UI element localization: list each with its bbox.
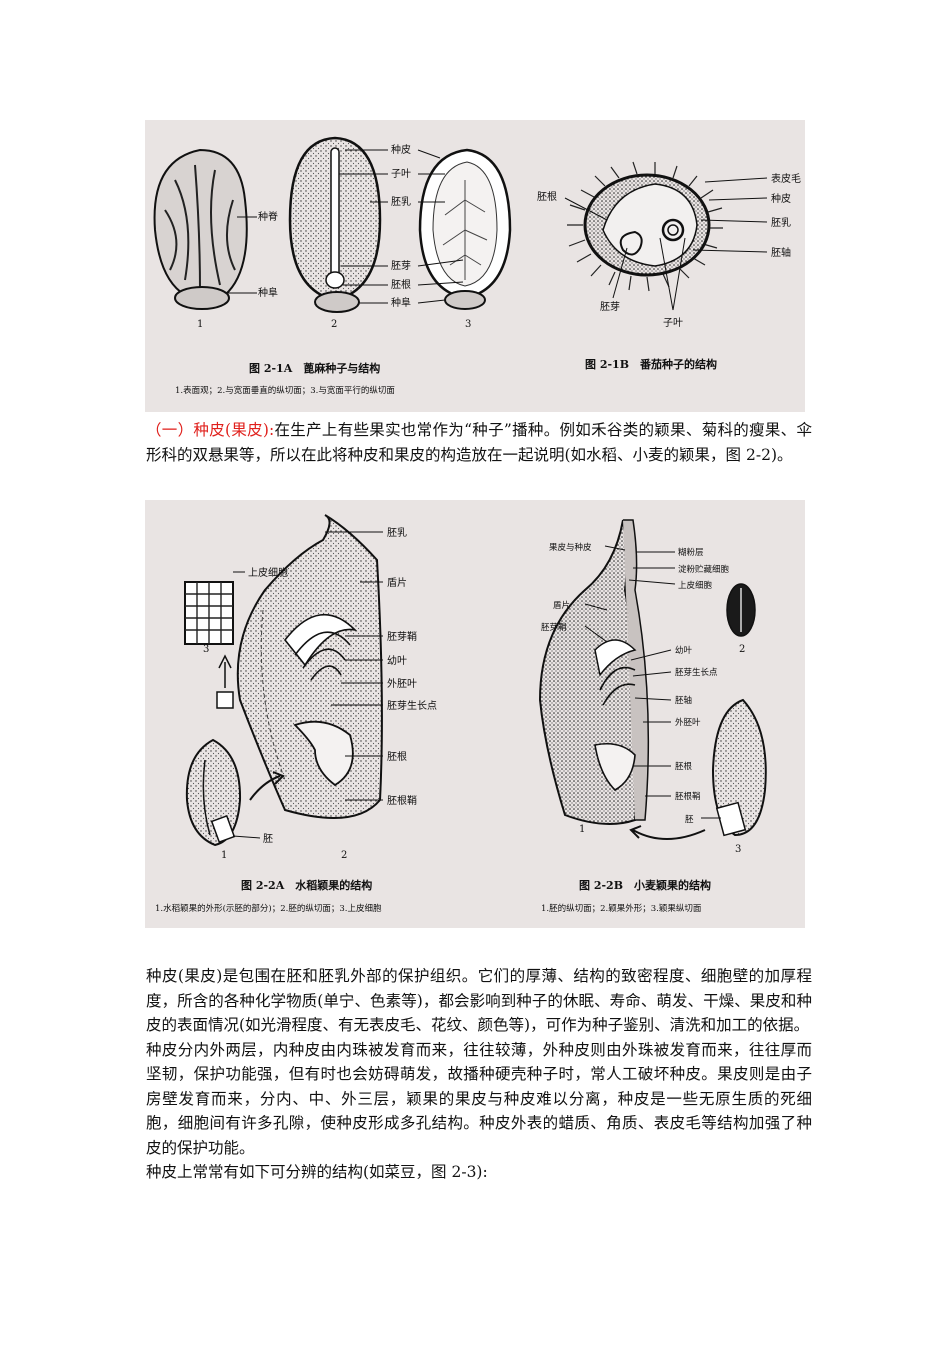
label-wheat-peigenqiao: 胚根鞘 — [675, 791, 701, 802]
caption-fig-2-1b: 图 2-1B 番茄种子的结构 — [585, 357, 717, 371]
label-b-zhongpi: 种皮 — [771, 192, 791, 205]
section-heading: （一）种皮(果皮): — [146, 421, 275, 439]
label-wheat-hufenceng: 糊粉层 — [678, 547, 704, 558]
label-rice-peiyashengzhangdian: 胚芽生长点 — [387, 699, 437, 712]
label-rice-dunpian: 盾片 — [387, 576, 407, 589]
paragraph-seed-coat-structures: 种皮上常常有如下可分辨的结构(如菜豆，图 2-3): — [146, 1163, 488, 1181]
label-rice-pei: 胚 — [263, 833, 273, 845]
label-b-peigen: 胚根 — [537, 190, 557, 203]
castor-seed-section-parallel — [418, 148, 512, 310]
castor-seed-surface — [153, 148, 248, 310]
label-rice-peigenqiao: 胚根鞘 — [387, 794, 417, 807]
fig1a-number-2: 2 — [331, 319, 337, 330]
section-text: 在生产上有些果实也常作为“种子”播种。例如禾谷类的颖果、菊科的瘦果、伞形科的双悬… — [146, 421, 812, 464]
label-wheat-peiyaqiao: 胚芽鞘 — [541, 622, 567, 633]
tomato-seed-section — [567, 161, 723, 292]
label-zhongfu-1: 种阜 — [258, 286, 278, 299]
label-rice-waipeiye: 外胚叶 — [387, 678, 417, 690]
label-zhongpi: 种皮 — [391, 143, 411, 156]
label-b-ziye: 子叶 — [663, 317, 683, 329]
castor-seed-section-perpendicular — [288, 136, 382, 313]
fig2a-number-1: 1 — [221, 850, 227, 861]
paragraph-seed-coat-function: 种皮(果皮)是包围在胚和胚乳外部的保护组织。它们的厚薄、结构的致密程度、细胞壁的… — [146, 967, 812, 1034]
label-wheat-peizhou: 胚轴 — [675, 695, 692, 706]
rice-embryo-section — [236, 514, 383, 819]
wheat-grain-section — [629, 698, 767, 840]
fig2b-number-2: 2 — [739, 644, 745, 655]
figure2-drawing: 胚乳 上皮细胞 盾片 胚芽鞘 幼叶 外胚叶 胚芽生长点 胚根 胚根鞘 胚 3 1… — [155, 514, 767, 914]
rice-grain-outline — [185, 738, 285, 847]
wheat-embryo-section — [538, 519, 650, 825]
label-b-peiru: 胚乳 — [771, 216, 791, 229]
label-zhongfu-2: 种阜 — [391, 296, 411, 309]
label-peiru: 胚乳 — [391, 195, 411, 208]
subcaption-fig-2-2b: 1.胚的纵切面；2.颖果外形；3.颖果纵切面 — [541, 903, 702, 914]
figure-rice-wheat-caryopsis: 胚乳 上皮细胞 盾片 胚芽鞘 幼叶 外胚叶 胚芽生长点 胚根 胚根鞘 胚 3 1… — [145, 500, 805, 928]
label-wheat-guopiyuzhongpi: 果皮与种皮 — [549, 542, 592, 553]
label-b-peiya: 胚芽 — [600, 300, 620, 313]
label-wheat-waipeiye: 外胚叶 — [675, 717, 701, 728]
label-wheat-peigen: 胚根 — [675, 761, 693, 772]
fig2b-number-1: 1 — [579, 824, 585, 835]
label-b-peizhou: 胚轴 — [771, 246, 791, 259]
subcaption-fig-2-2a: 1.水稻颖果的外形(示胚的部分)；2.胚的纵切面；3.上皮细胞 — [155, 903, 382, 914]
figure1-drawing: 种脊 种阜 种皮 子叶 胚乳 胚芽 胚根 种阜 1 2 3 — [153, 136, 801, 396]
label-wheat-dianfenzhucangxibao: 淀粉贮藏细胞 — [678, 564, 730, 575]
label-ziye: 子叶 — [391, 168, 411, 180]
label-rice-peiru: 胚乳 — [387, 526, 407, 539]
label-rice-peigen: 胚根 — [387, 750, 407, 763]
label-biaopimao: 表皮毛 — [771, 172, 801, 185]
fig2a-number-3: 3 — [203, 644, 209, 655]
paragraph-seed-coat-layers: 种皮分内外两层，内种皮由内珠被发育而来，往往较薄，外种皮则由外珠被发育而来，往往… — [146, 1040, 812, 1157]
label-rice-peiyaqiao: 胚芽鞘 — [387, 630, 417, 643]
label-wheat-dunpian: 盾片 — [553, 600, 570, 611]
label-wheat-pei: 胚 — [685, 815, 694, 825]
section-intro-paragraph: （一）种皮(果皮):在生产上有些果实也常作为“种子”播种。例如禾谷类的颖果、菊科… — [146, 418, 812, 467]
caption-fig-2-1a: 图 2-1A 蓖麻种子与结构 — [249, 361, 380, 375]
rice-epithelial-cells — [184, 581, 234, 709]
figure-castor-tomato-seed: 种脊 种阜 种皮 子叶 胚乳 胚芽 胚根 种阜 1 2 3 — [145, 120, 805, 412]
caption-fig-2-2a: 图 2-2A 水稻颖果的结构 — [241, 878, 372, 892]
label-peigen: 胚根 — [391, 278, 411, 291]
caption-fig-2-2b: 图 2-2B 小麦颖果的结构 — [579, 878, 711, 892]
fig1a-number-3: 3 — [465, 319, 471, 330]
label-rice-shangpixibao: 上皮细胞 — [248, 566, 288, 579]
fig1a-number-1: 1 — [197, 319, 203, 330]
body-text: 种皮(果皮)是包围在胚和胚乳外部的保护组织。它们的厚薄、结构的致密程度、细胞壁的… — [146, 964, 812, 1185]
fig2a-number-2: 2 — [341, 850, 347, 861]
fig2b-number-3: 3 — [735, 844, 741, 855]
label-wheat-shangpixibao: 上皮细胞 — [678, 580, 713, 591]
wheat-grain-exterior — [726, 583, 756, 637]
label-rice-youye: 幼叶 — [387, 654, 407, 667]
label-zhongji: 种脊 — [258, 210, 278, 223]
label-wheat-peiyashengzhangdian: 胚芽生长点 — [675, 667, 718, 678]
subcaption-fig-2-1a: 1.表面观；2.与宽面垂直的纵切面；3.与宽面平行的纵切面 — [175, 385, 395, 396]
label-peiya: 胚芽 — [391, 259, 411, 272]
label-wheat-youye: 幼叶 — [675, 645, 693, 656]
